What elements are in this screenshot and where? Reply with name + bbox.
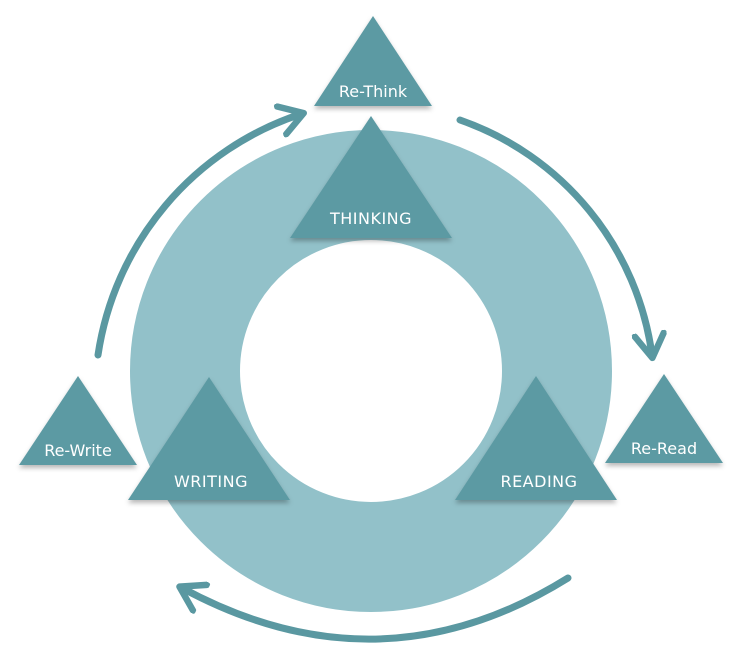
stage-rethink: Re-Think <box>314 16 432 106</box>
label-rewrite: Re-Write <box>44 441 112 460</box>
label-reread: Re-Read <box>631 439 697 458</box>
stage-reading: READING <box>455 376 617 500</box>
triangle-reading <box>455 376 617 500</box>
arrow-rewrite-to-rethink <box>94 114 301 359</box>
triangle-rethink <box>314 16 432 106</box>
triangle-rewrite <box>19 376 137 465</box>
label-writing: WRITING <box>174 472 248 491</box>
triangle-reread <box>605 374 723 463</box>
stage-thinking: THINKING <box>290 116 452 238</box>
stage-reread: Re-Read <box>605 374 723 463</box>
triangle-writing <box>128 377 290 500</box>
label-thinking: THINKING <box>329 209 412 228</box>
arrow-rethink-to-reread <box>456 116 652 355</box>
cycle-ring <box>130 130 612 612</box>
label-rethink: Re-Think <box>339 82 408 101</box>
stage-writing: WRITING <box>128 377 290 500</box>
triangle-thinking <box>290 116 452 238</box>
stage-rewrite: Re-Write <box>19 376 137 465</box>
label-reading: READING <box>500 472 577 491</box>
arrow-reread-to-rewrite <box>182 574 572 643</box>
